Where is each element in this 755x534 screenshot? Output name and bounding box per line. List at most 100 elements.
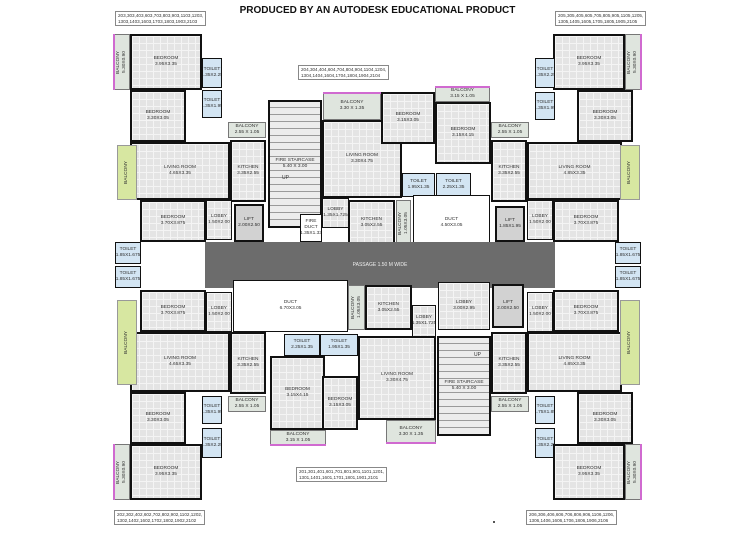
room-dimensions: 5.30X0.90 xyxy=(633,461,638,483)
room-dimensions: 1.05X3.05 xyxy=(356,296,362,319)
room-name: BEDROOM xyxy=(153,56,179,61)
unit-label-bottom-center: 201,301,401,601,701,801,901,1101,1201, 1… xyxy=(296,467,388,483)
room-name: BEDROOM xyxy=(576,56,602,61)
room-dimensions: 3.70X3.875 xyxy=(160,221,186,226)
room-dimensions: 1.35X1.95 xyxy=(202,104,222,109)
room-name: LOBBY xyxy=(211,214,227,219)
room-dimensions: 3.35X2.55 xyxy=(498,363,520,368)
room-name: TOILET xyxy=(203,67,221,72)
room-name: BALCONY xyxy=(235,398,259,403)
balcony-railing xyxy=(323,92,381,94)
room-dimensions: 1.35X1.725 xyxy=(412,321,436,326)
room-name: BEDROOM xyxy=(592,412,618,417)
room-name: KITCHEN xyxy=(237,357,259,362)
room-dimensions: 1.85X1.675 xyxy=(615,253,641,258)
room-name: BALCONY xyxy=(451,88,474,93)
room-name: LIVING ROOM xyxy=(164,165,196,170)
room-name: TOILET xyxy=(119,271,137,276)
balcony-railing xyxy=(113,34,115,90)
room-name: KITCHEN xyxy=(498,357,520,362)
unit-label-line: 1306,1406,1606,1706,1806,1906,2106 xyxy=(529,517,609,523)
unit-label-line: 1303,1403,1603,1703,1803,1903,2103 xyxy=(118,18,198,24)
room-label: BALCONY xyxy=(124,331,130,354)
room-name: LOBBY xyxy=(416,315,432,320)
room-name: PASSAGE 1.50 M WIDE xyxy=(352,262,408,268)
room-name: KITCHEN xyxy=(498,165,520,170)
room-name: LIVING ROOM xyxy=(346,153,378,158)
room-dimensions: 5.30X0.90 xyxy=(122,461,127,483)
balcony-railing xyxy=(640,444,642,500)
room-dimensions: 3.95X3.35 xyxy=(155,62,177,67)
room-name: LIVING ROOM xyxy=(381,372,413,377)
room-dimensions: 3.35X2.55 xyxy=(237,171,259,176)
room-name: BEDROOM xyxy=(450,127,476,132)
room-name: LIVING ROOM xyxy=(558,356,591,361)
room-dimensions: 1.85X1.675 xyxy=(615,277,641,282)
room-name: BEDROOM xyxy=(145,110,171,115)
room-dimensions: 1.35X2.25 xyxy=(535,443,555,448)
room-name: TOILET xyxy=(293,339,311,344)
room-name: LIFT xyxy=(505,218,515,223)
room-name: BEDROOM xyxy=(160,215,186,220)
balcony-railing xyxy=(113,444,115,500)
room-name: KITCHEN xyxy=(377,301,400,307)
room-dimensions: 1.85X1.675 xyxy=(115,253,141,258)
room-dimensions: 3.95X3.35 xyxy=(155,472,177,477)
room-dimensions: 4.85X3.35 xyxy=(563,362,586,367)
room-dimensions: 3.15X3.05 xyxy=(329,403,351,408)
room-dimensions: 3.15X4.15 xyxy=(286,393,309,398)
room-label: BALCONY xyxy=(124,161,130,184)
room-name: BALCONY xyxy=(124,331,129,354)
room-name: TOILET xyxy=(330,339,348,344)
room-dimensions: 3.30 X 1.35 xyxy=(339,106,365,111)
unit-label-line: 202,302,402,602,702,802,902,1102,1202, xyxy=(117,512,203,517)
room-dimensions: 3.15 X 1.05 xyxy=(285,438,311,443)
room-name: BALCONY xyxy=(399,426,423,431)
room-dimensions: 1.50X2.00 xyxy=(208,220,230,225)
room-dimensions: 1.50X2.00 xyxy=(208,312,230,317)
room-dimensions: 3.95X3.35 xyxy=(578,62,600,67)
